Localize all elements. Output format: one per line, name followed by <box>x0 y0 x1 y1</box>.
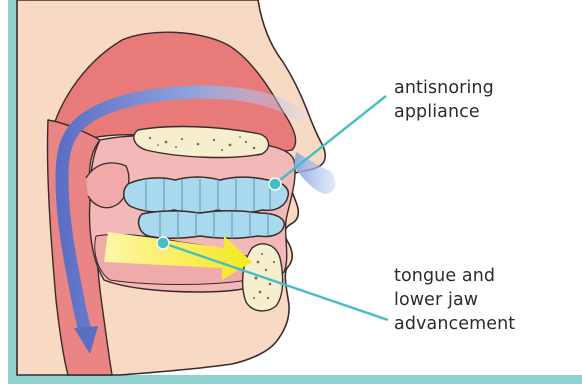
upper-appliance <box>124 177 289 213</box>
advancement-pointer-dot <box>157 237 169 249</box>
label-antisnoring-appliance: antisnoring appliance <box>394 76 494 124</box>
label-tongue-jaw-advancement: tongue and lower jaw advancement <box>394 264 515 336</box>
frame-bottom-border <box>8 375 582 384</box>
appliance-pointer-dot <box>269 178 281 190</box>
lower-appliance <box>139 211 285 239</box>
frame-left-border <box>8 0 17 384</box>
